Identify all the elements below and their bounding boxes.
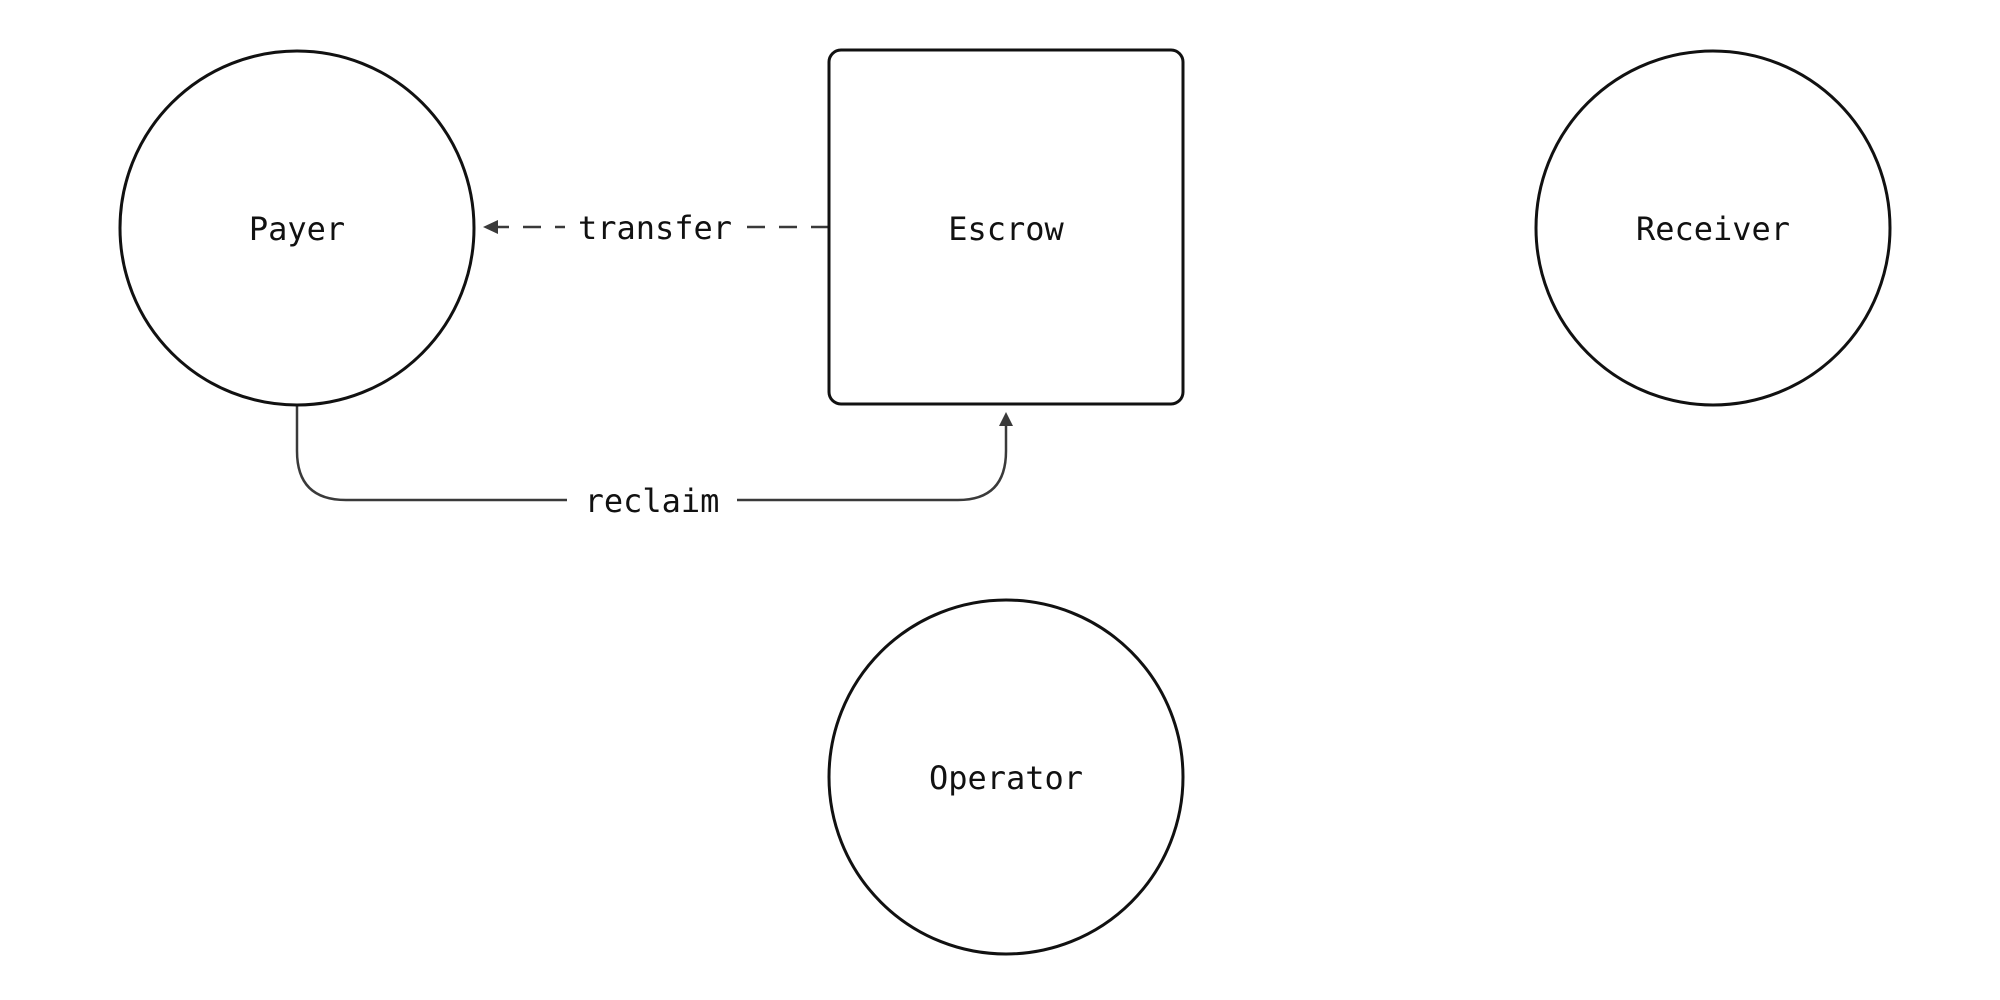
node-escrow-label: Escrow [948,210,1064,248]
edge-transfer: transfer [483,207,829,247]
node-operator-label: Operator [929,759,1083,797]
node-receiver-shape [1534,49,1892,407]
edge-reclaim: reclaim [295,405,1013,520]
node-payer-shape [118,49,476,407]
edge-transfer-label: transfer [578,209,732,247]
node-escrow[interactable]: Escrow [827,48,1185,406]
node-payer[interactable]: Payer [118,49,476,407]
node-escrow-shape [827,48,1185,406]
node-receiver-label: Receiver [1636,210,1790,248]
node-operator-shape [827,598,1185,956]
node-operator[interactable]: Operator [827,598,1185,956]
edge-reclaim-label-bg [567,480,737,520]
edge-reclaim-arrowhead [999,412,1013,426]
node-receiver[interactable]: Receiver [1534,49,1892,407]
edge-transfer-label-bg [565,207,745,247]
node-payer-label: Payer [249,210,345,248]
edge-transfer-arrowhead [483,220,498,234]
edge-reclaim-label: reclaim [585,482,720,520]
